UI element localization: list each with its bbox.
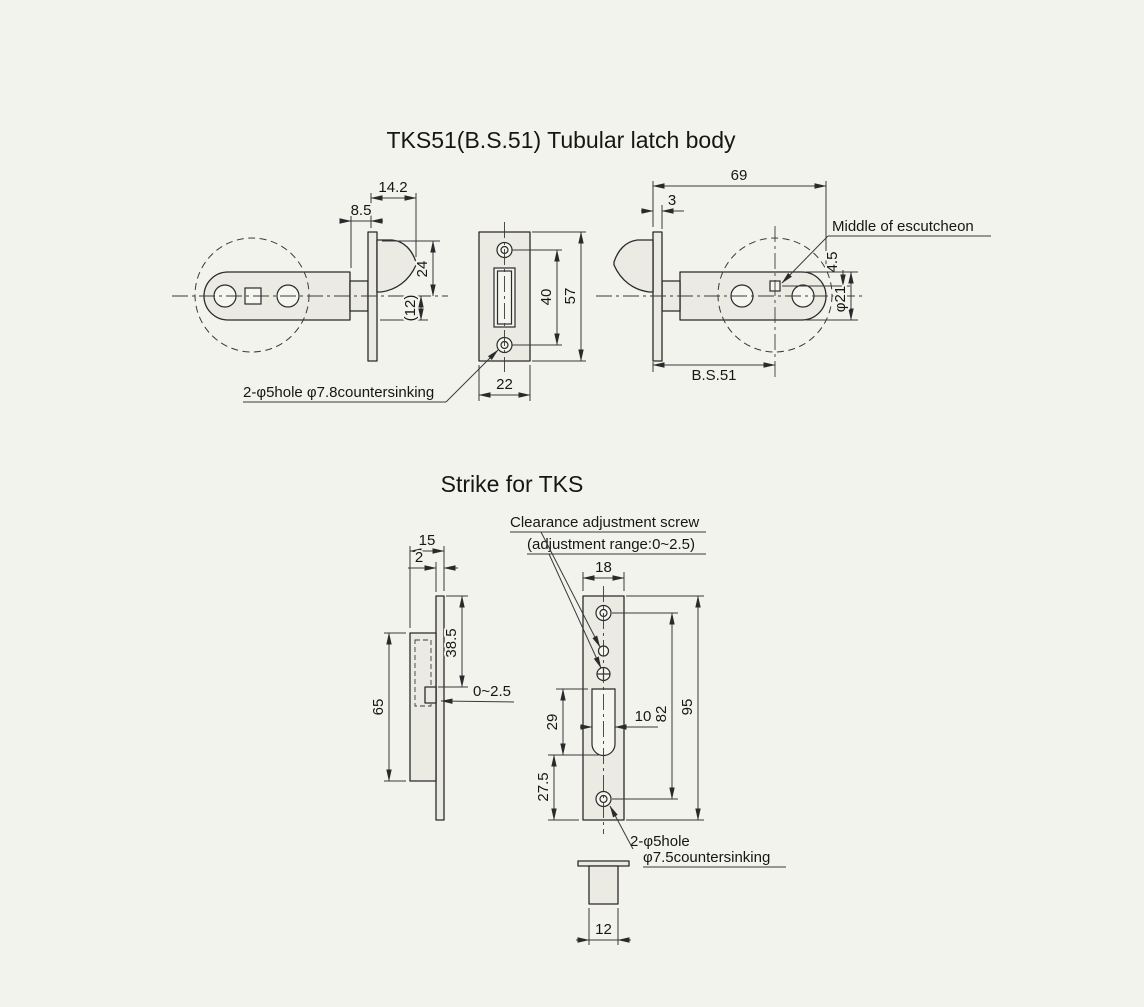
latch-bolt [376, 239, 417, 293]
dim-strike-plate-width: 18 [582, 557, 625, 591]
latch-faceplate-front-view: 40 57 22 2-φ5hole φ7.8countersinking [241, 222, 586, 403]
dim-text-depth: 15 [419, 532, 436, 549]
dim-text-bolt-top: 24 [414, 261, 431, 278]
dim-text-plate-thickness: 3 [668, 192, 676, 209]
dim-text-strike-plate-thickness: 2 [415, 549, 423, 566]
strike-side-view: 15 2 65 38.5 0~2.5 [368, 530, 515, 821]
socket-flange [577, 860, 630, 867]
dim-plate-thickness: 3 [641, 190, 684, 229]
dim-text-projection: 14.2 [378, 179, 407, 196]
dim-text-hole-spacing: 40 [538, 289, 555, 306]
dim-hole-spacing: 40 [512, 249, 562, 346]
dim-screw-offset: 38.5 [438, 595, 468, 688]
latch-left-side-view: 14.2 8.5 24 (12) [172, 177, 448, 362]
dim-bottom-margin: 27.5 [533, 754, 579, 821]
dim-text-bolt-bottom: (12) [402, 295, 419, 322]
dim-socket-width: 12 [576, 908, 631, 945]
dim-text-plate-height: 57 [562, 288, 579, 305]
dim-text-slot-height: 29 [544, 714, 561, 731]
adjust-range-text: 0~2.5 [473, 683, 511, 700]
bore-dashed-circle [194, 237, 310, 353]
dim-text-box-height: 65 [370, 699, 387, 716]
latch-title: TKS51(B.S.51) Tubular latch body [386, 127, 736, 153]
dim-strike-hole-spacing: 82 [612, 612, 678, 800]
dim-latch-step: 8.5 [339, 200, 383, 268]
dim-body-length: 69 [652, 165, 827, 267]
dim-text-strike-plate-width: 18 [595, 559, 612, 576]
dim-bolt-top: 24 [382, 240, 440, 297]
label-adjust-range: 0~2.5 [440, 681, 515, 704]
latch-right-side-view: 69 3 Middle of escutcheon 4.5 φ21 [596, 165, 991, 386]
leader-line [540, 531, 601, 648]
socket-cylinder [588, 865, 619, 905]
dim-text-step: 8.5 [351, 202, 372, 219]
dim-text-screw-offset: 38.5 [443, 628, 460, 657]
dim-strike-plate-height: 95 [626, 595, 704, 821]
dim-text-plate-width: 22 [496, 376, 513, 393]
countersink-label-text: 2-φ5hole φ7.8countersinking [243, 384, 434, 401]
dim-escutcheon-offset: 4.5 [782, 250, 850, 312]
strike-countersink-line2: φ7.5countersinking [643, 849, 770, 866]
dim-strike-depth: 15 [409, 530, 445, 628]
latch-faceplate-side [367, 231, 378, 362]
escutcheon-label-text: Middle of escutcheon [832, 218, 974, 235]
dim-text-strike-plate-height: 95 [679, 699, 696, 716]
dim-slot-height: 29 [542, 688, 600, 756]
strike-front-view: Clearance adjustment screw (adjustment r… [508, 512, 786, 868]
leader-line [445, 349, 499, 403]
leader-line [609, 805, 634, 850]
strike-countersink-line1: 2-φ5hole [630, 833, 690, 850]
dim-text-socket-width: 12 [595, 921, 612, 938]
clearance-label-line2: (adjustment range:0~2.5) [527, 536, 695, 553]
dim-body-diameter: φ21 [806, 271, 858, 321]
dim-text-slot-width: 10 [635, 708, 652, 725]
dim-text-body-length: 69 [731, 167, 748, 184]
latch-faceplate-side [652, 231, 663, 362]
leader-line [781, 235, 829, 284]
label-strike-countersink: 2-φ5hole φ7.5countersinking [609, 805, 786, 868]
label-latch-countersink: 2-φ5hole φ7.8countersinking [241, 349, 499, 403]
dim-text-backset: B.S.51 [691, 367, 736, 384]
strike-socket-view: 12 [576, 860, 631, 945]
dim-plate-width: 22 [478, 365, 531, 401]
leader-line [548, 553, 602, 669]
latch-bolt [613, 239, 654, 293]
leader-line [440, 698, 515, 704]
dim-text-bottom-margin: 27.5 [535, 772, 552, 801]
label-clearance-screw: Clearance adjustment screw (adjustment r… [508, 512, 706, 669]
strike-box [409, 632, 437, 782]
dim-text-body-diameter: φ21 [832, 286, 849, 312]
hidden-bore [414, 639, 432, 707]
strike-title: Strike for TKS [441, 471, 584, 497]
dim-backset: B.S.51 [652, 362, 776, 386]
dim-bolt-bottom: (12) [380, 293, 428, 323]
dim-strike-plate-thickness: 2 [408, 547, 458, 592]
dim-slot-width: 10 [580, 706, 658, 730]
dim-box-height: 65 [368, 632, 406, 782]
clearance-label-line1: Clearance adjustment screw [510, 514, 699, 531]
dim-text-strike-hole-spacing: 82 [653, 706, 670, 723]
adjustment-tongue [424, 686, 437, 704]
label-middle-of-escutcheon: Middle of escutcheon [781, 216, 991, 284]
dim-text-escutcheon-offset: 4.5 [824, 252, 841, 273]
dim-plate-height: 57 [532, 231, 586, 362]
